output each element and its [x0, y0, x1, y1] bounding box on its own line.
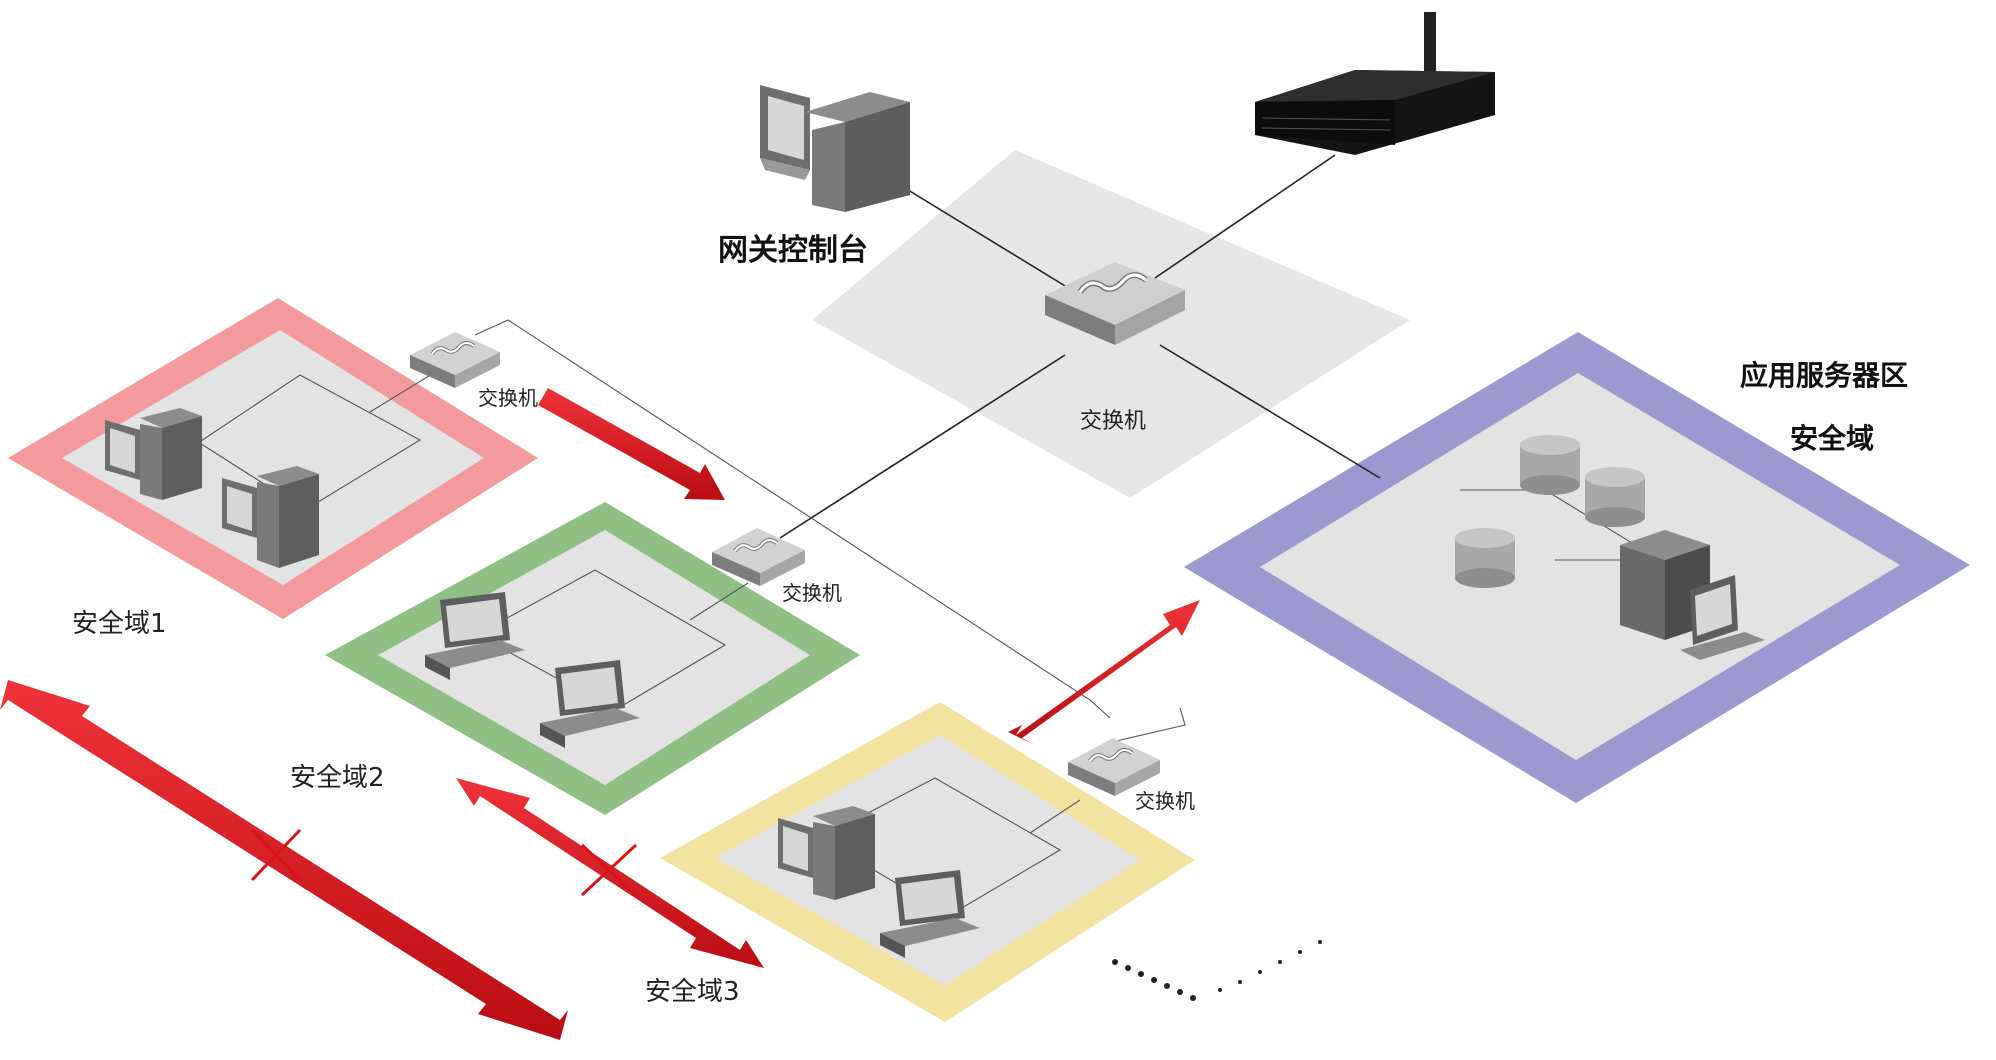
network-links: [779, 154, 1381, 539]
domain3-uplink: [1029, 799, 1081, 834]
domain2-computer-icon-2: [540, 660, 640, 748]
link-switch-sw2: [779, 354, 1066, 539]
arrow-blocked-left: [0, 680, 568, 1040]
domain2-computer-icon-1: [425, 592, 525, 680]
domain2-switch-icon: [712, 528, 805, 586]
domain1-computer-icon-2: [222, 466, 319, 568]
blocked-x-mark-left: [250, 828, 302, 882]
domain1-switch-label: 交换机: [478, 386, 538, 410]
app-server-rack-icon: [1255, 12, 1495, 155]
domain3-zone: [660, 702, 1195, 1022]
app-zone-label-line2: 安全域: [1790, 422, 1874, 455]
domain3-label: 安全域3: [645, 977, 740, 1007]
domain1-computer-icon-1: [105, 408, 202, 500]
domain3-computer-icon-1: [778, 806, 875, 900]
domain2-label: 安全域2: [290, 763, 385, 793]
domain1-switch-icon: [410, 332, 500, 388]
domain1-zone: [8, 298, 538, 619]
domain3-floor: [715, 735, 1140, 985]
app-zone-server-icon: [1620, 530, 1765, 660]
app-server-zone: [1184, 332, 1970, 803]
central-switch-icon: [1045, 262, 1185, 345]
link-server-switch: [1154, 154, 1336, 279]
arrow-domain3-appzone: [1008, 600, 1200, 745]
domain2-floor: [378, 530, 810, 785]
domain2-switch-label: 交换机: [782, 581, 842, 605]
app-zone-label-line1: 应用服务器区: [1740, 359, 1908, 392]
blocked-x-mark-right: [580, 843, 638, 897]
continuation-dots: [1112, 940, 1322, 1001]
link-switch-appzone: [1159, 344, 1381, 479]
domain2-zone: [325, 502, 860, 815]
database-icon-3: [1455, 528, 1515, 588]
arrow-domain1-domain2: [538, 388, 725, 500]
arrow-blocked-right: [456, 778, 764, 968]
link-sw3-to-appzone: [1111, 707, 1186, 743]
database-icon-1: [1520, 435, 1580, 495]
domain3-computer-icon-2: [880, 870, 980, 958]
gateway-console-computer-icon: [760, 85, 910, 212]
domain1-floor: [62, 330, 484, 585]
app-zone-floor: [1260, 373, 1900, 760]
database-icon-2: [1585, 467, 1645, 527]
link-console-switch: [894, 181, 1076, 293]
domain2-uplink: [689, 582, 749, 621]
domain3-switch-label: 交换机: [1135, 789, 1195, 813]
domain1-label: 安全域1: [72, 609, 167, 639]
central-switch-label: 交换机: [1080, 409, 1146, 434]
gateway-console-label: 网关控制台: [718, 233, 868, 268]
domain3-switch-icon: [1068, 738, 1160, 796]
link-sw1-to-sw3: [474, 319, 1111, 719]
